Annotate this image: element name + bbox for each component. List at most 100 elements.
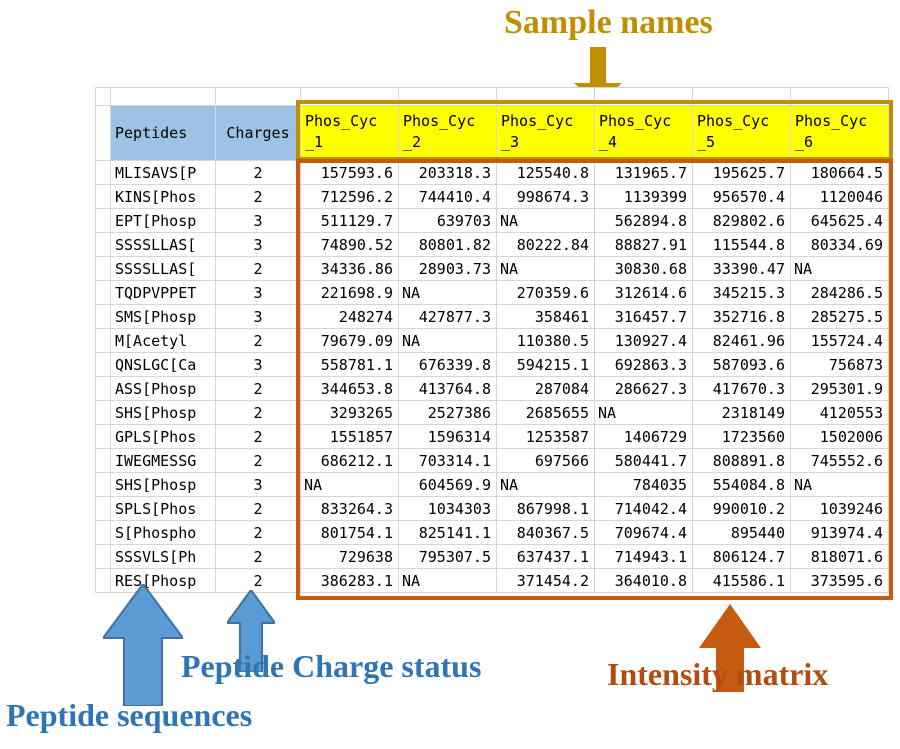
peptide-cell[interactable]: S[Phospho bbox=[111, 521, 216, 545]
charge-cell[interactable]: 2 bbox=[216, 329, 301, 353]
intensity-cell[interactable]: NA bbox=[497, 209, 595, 233]
intensity-cell[interactable]: 74890.52 bbox=[301, 233, 399, 257]
intensity-cell[interactable]: 344653.8 bbox=[301, 377, 399, 401]
peptide-cell[interactable]: EPT[Phosp bbox=[111, 209, 216, 233]
intensity-cell[interactable]: 1596314 bbox=[399, 425, 497, 449]
intensity-cell[interactable]: 744410.4 bbox=[399, 185, 497, 209]
intensity-cell[interactable]: 562894.8 bbox=[595, 209, 693, 233]
peptide-cell[interactable]: TQDPVPPET bbox=[111, 281, 216, 305]
sample-column-header-4[interactable]: Phos_Cyc_4 bbox=[595, 106, 693, 161]
intensity-cell[interactable]: 80801.82 bbox=[399, 233, 497, 257]
empty-cell[interactable] bbox=[301, 88, 399, 106]
charge-cell[interactable]: 2 bbox=[216, 449, 301, 473]
intensity-cell[interactable]: NA bbox=[399, 569, 497, 593]
intensity-cell[interactable]: NA bbox=[791, 257, 889, 281]
intensity-cell[interactable]: 270359.6 bbox=[497, 281, 595, 305]
intensity-cell[interactable]: 714943.1 bbox=[595, 545, 693, 569]
intensity-cell[interactable]: 1253587 bbox=[497, 425, 595, 449]
intensity-cell[interactable]: 4120553 bbox=[791, 401, 889, 425]
empty-cell[interactable] bbox=[96, 161, 111, 185]
intensity-cell[interactable]: NA bbox=[497, 473, 595, 497]
peptide-cell[interactable]: SSSSLLAS[ bbox=[111, 233, 216, 257]
intensity-cell[interactable]: 990010.2 bbox=[693, 497, 791, 521]
intensity-cell[interactable]: 2685655 bbox=[497, 401, 595, 425]
empty-cell[interactable] bbox=[96, 88, 111, 106]
sample-column-header-2[interactable]: Phos_Cyc_2 bbox=[399, 106, 497, 161]
intensity-cell[interactable]: 287084 bbox=[497, 377, 595, 401]
peptide-cell[interactable]: SHS[Phosp bbox=[111, 401, 216, 425]
empty-cell[interactable] bbox=[791, 88, 889, 106]
intensity-cell[interactable]: NA bbox=[301, 473, 399, 497]
charge-cell[interactable]: 2 bbox=[216, 161, 301, 185]
empty-cell[interactable] bbox=[96, 521, 111, 545]
intensity-cell[interactable]: 645625.4 bbox=[791, 209, 889, 233]
intensity-cell[interactable]: 998674.3 bbox=[497, 185, 595, 209]
intensity-cell[interactable]: 285275.5 bbox=[791, 305, 889, 329]
intensity-cell[interactable]: 604569.9 bbox=[399, 473, 497, 497]
intensity-cell[interactable]: 82461.96 bbox=[693, 329, 791, 353]
empty-cell[interactable] bbox=[96, 497, 111, 521]
intensity-cell[interactable]: 115544.8 bbox=[693, 233, 791, 257]
charge-cell[interactable]: 3 bbox=[216, 473, 301, 497]
intensity-cell[interactable]: 155724.4 bbox=[791, 329, 889, 353]
intensity-cell[interactable]: 554084.8 bbox=[693, 473, 791, 497]
empty-cell[interactable] bbox=[399, 88, 497, 106]
intensity-cell[interactable]: 594215.1 bbox=[497, 353, 595, 377]
intensity-cell[interactable]: 386283.1 bbox=[301, 569, 399, 593]
charge-cell[interactable]: 2 bbox=[216, 569, 301, 593]
charge-cell[interactable]: 3 bbox=[216, 281, 301, 305]
empty-cell[interactable] bbox=[216, 88, 301, 106]
charges-column-header[interactable]: Charges bbox=[216, 106, 301, 161]
empty-cell[interactable] bbox=[96, 281, 111, 305]
intensity-cell[interactable]: 795307.5 bbox=[399, 545, 497, 569]
intensity-cell[interactable]: 784035 bbox=[595, 473, 693, 497]
intensity-cell[interactable]: NA bbox=[791, 473, 889, 497]
intensity-cell[interactable]: 316457.7 bbox=[595, 305, 693, 329]
intensity-cell[interactable]: 110380.5 bbox=[497, 329, 595, 353]
intensity-cell[interactable]: 697566 bbox=[497, 449, 595, 473]
intensity-cell[interactable]: NA bbox=[399, 329, 497, 353]
intensity-cell[interactable]: 248274 bbox=[301, 305, 399, 329]
intensity-cell[interactable]: 558781.1 bbox=[301, 353, 399, 377]
charge-cell[interactable]: 3 bbox=[216, 209, 301, 233]
peptide-cell[interactable]: GPLS[Phos bbox=[111, 425, 216, 449]
intensity-cell[interactable]: 88827.91 bbox=[595, 233, 693, 257]
intensity-cell[interactable]: 956570.4 bbox=[693, 185, 791, 209]
peptide-cell[interactable]: SSSVLS[Ph bbox=[111, 545, 216, 569]
sample-column-header-1[interactable]: Phos_Cyc_1 bbox=[301, 106, 399, 161]
intensity-cell[interactable]: 1039246 bbox=[791, 497, 889, 521]
intensity-cell[interactable]: 125540.8 bbox=[497, 161, 595, 185]
intensity-cell[interactable]: 829802.6 bbox=[693, 209, 791, 233]
intensity-cell[interactable]: NA bbox=[595, 401, 693, 425]
charge-cell[interactable]: 3 bbox=[216, 233, 301, 257]
intensity-cell[interactable]: 195625.7 bbox=[693, 161, 791, 185]
peptide-cell[interactable]: RES[Phosp bbox=[111, 569, 216, 593]
intensity-cell[interactable]: 364010.8 bbox=[595, 569, 693, 593]
peptides-column-header[interactable]: Peptides bbox=[111, 106, 216, 161]
intensity-cell[interactable]: 28903.73 bbox=[399, 257, 497, 281]
intensity-cell[interactable]: 1120046 bbox=[791, 185, 889, 209]
intensity-cell[interactable]: NA bbox=[497, 257, 595, 281]
intensity-cell[interactable]: 180664.5 bbox=[791, 161, 889, 185]
intensity-cell[interactable]: 801754.1 bbox=[301, 521, 399, 545]
intensity-cell[interactable]: 131965.7 bbox=[595, 161, 693, 185]
peptide-cell[interactable]: SHS[Phosp bbox=[111, 473, 216, 497]
intensity-cell[interactable]: 637437.1 bbox=[497, 545, 595, 569]
intensity-cell[interactable]: 286627.3 bbox=[595, 377, 693, 401]
intensity-cell[interactable]: 709674.4 bbox=[595, 521, 693, 545]
intensity-cell[interactable]: 867998.1 bbox=[497, 497, 595, 521]
intensity-cell[interactable]: 130927.4 bbox=[595, 329, 693, 353]
intensity-cell[interactable]: 692863.3 bbox=[595, 353, 693, 377]
charge-cell[interactable]: 2 bbox=[216, 425, 301, 449]
intensity-cell[interactable]: 676339.8 bbox=[399, 353, 497, 377]
empty-cell[interactable] bbox=[693, 88, 791, 106]
intensity-cell[interactable]: 284286.5 bbox=[791, 281, 889, 305]
intensity-cell[interactable]: 417670.3 bbox=[693, 377, 791, 401]
peptide-cell[interactable]: MLISAVS[P bbox=[111, 161, 216, 185]
charge-cell[interactable]: 2 bbox=[216, 257, 301, 281]
peptide-cell[interactable]: KINS[Phos bbox=[111, 185, 216, 209]
charge-cell[interactable]: 2 bbox=[216, 377, 301, 401]
empty-cell[interactable] bbox=[497, 88, 595, 106]
intensity-cell[interactable]: 840367.5 bbox=[497, 521, 595, 545]
intensity-cell[interactable]: 745552.6 bbox=[791, 449, 889, 473]
